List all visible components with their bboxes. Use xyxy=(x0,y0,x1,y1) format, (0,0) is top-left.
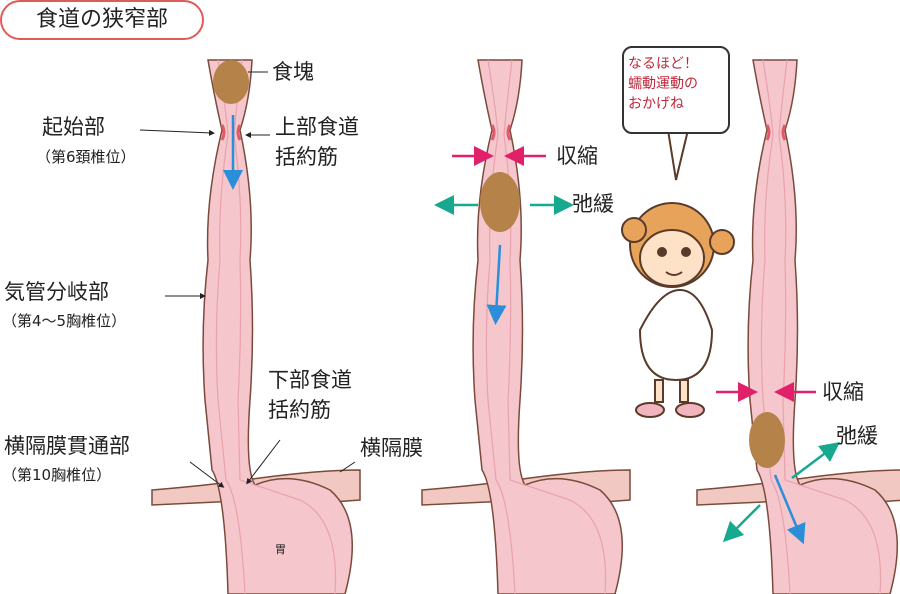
panel2-contract-label: 収縮 xyxy=(556,144,598,168)
bubble-line-3: おかげね xyxy=(628,96,684,112)
label-les-2: 括約筋 xyxy=(268,398,331,422)
label-bifurcation: 気管分岐部 xyxy=(4,280,109,304)
panel-2-esophagus xyxy=(420,58,632,594)
speech-bubble: なるほど！ 蠕動運動の おかげね xyxy=(622,46,730,134)
label-bolus: 食塊 xyxy=(272,60,314,84)
bubble-line-1: なるほど！ xyxy=(628,56,698,72)
label-ues-1: 上部食道 xyxy=(275,115,359,139)
label-origin: 起始部 xyxy=(42,115,105,139)
label-hiatus-position: （第10胸椎位） xyxy=(2,466,112,484)
label-origin-position: （第6頚椎位） xyxy=(36,148,136,166)
panel3-relax-label: 弛緩 xyxy=(836,424,878,448)
label-les-1: 下部食道 xyxy=(268,368,352,392)
label-diaphragm: 横隔膜 xyxy=(360,436,423,460)
page-title: 食道の狭窄部 xyxy=(0,0,204,40)
girl-character xyxy=(621,129,735,418)
food-bolus xyxy=(213,60,249,104)
label-hiatus: 横隔膜貫通部 xyxy=(4,434,130,458)
panel-1-esophagus xyxy=(139,58,362,594)
label-ues-2: 括約筋 xyxy=(275,145,338,169)
panel2-relax-label: 弛緩 xyxy=(572,192,614,216)
panel-3-esophagus xyxy=(695,58,900,594)
label-bifurcation-position: （第4〜5胸椎位） xyxy=(2,312,127,330)
label-stomach: 胃 xyxy=(275,543,286,556)
panel3-contract-label: 収縮 xyxy=(822,380,864,404)
bubble-line-2: 蠕動運動の xyxy=(628,76,698,92)
